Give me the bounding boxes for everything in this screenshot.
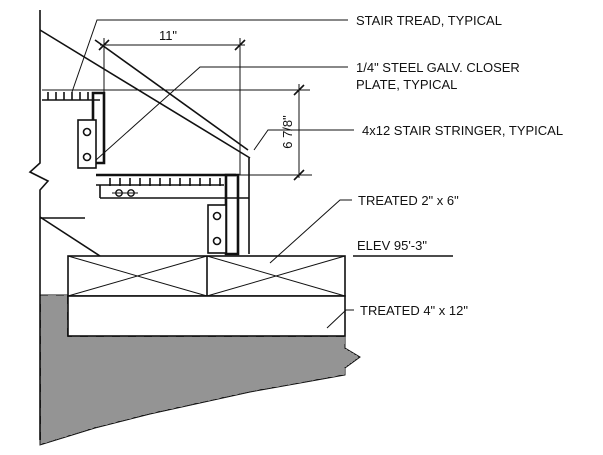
treated-4x12 [67,295,346,337]
callout-stringer: 4x12 STAIR STRINGER, TYPICAL [362,123,563,138]
leader-treated-4x12 [326,309,354,329]
dim-11-tick-right [234,39,246,51]
leader-closer-plate [95,66,348,161]
callout-treated-4x12: TREATED 4" x 12" [360,303,468,318]
elevation-label: ELEV 95'-3" [357,238,427,253]
upper-bolt-2 [82,152,92,162]
stringer-diag-mid [94,39,249,151]
leader-stringer [253,129,354,151]
callout-closer-plate-1: 1/4" STEEL GALV. CLOSER [356,60,520,75]
upper-side-plate [77,119,97,169]
callout-stair-tread: STAIR TREAD, TYPICAL [356,13,502,28]
stringer-top-edge [39,29,251,159]
upper-tread-teeth [47,92,89,100]
callout-treated-2x6: TREATED 2" x 6" [358,193,459,208]
dim-riser-height: 6 7/8" [280,115,295,149]
column-break-line [28,10,50,440]
lower-closer-plate [224,173,240,256]
leader-treated-2x6 [269,199,352,264]
callout-closer-plate-2: PLATE, TYPICAL [356,77,457,92]
dim-tread-run: 11" [159,28,177,43]
lower-bolt-1 [212,211,222,221]
upper-bolt-1 [82,127,92,137]
dim-11-tick-left [98,39,110,51]
lower-side-plate [207,204,227,254]
treated-2x6-cross-hatch [67,255,346,297]
dim-riser-tick-top [293,84,305,96]
leader-stair-tread [71,19,348,93]
stringer-diag-lower [39,216,101,257]
lower-bolt-2 [212,236,222,246]
dim-riser-tick-bottom [293,169,305,181]
